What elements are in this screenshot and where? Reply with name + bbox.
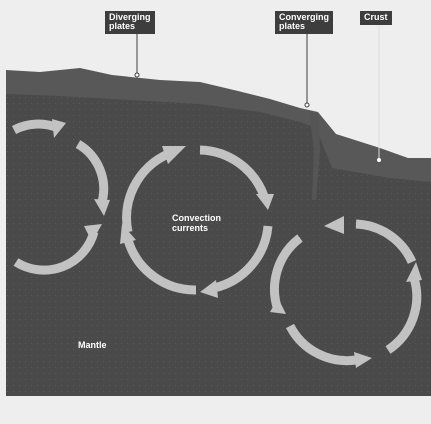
curved-arrow [270,298,286,314]
pointer-line [134,72,140,78]
converging-plates-label: Converging plates [275,11,334,34]
curved-arrow [52,119,66,138]
curved-arrow [13,230,99,275]
curved-arrow [123,238,197,295]
pointer-line [377,158,381,162]
curved-arrow [122,149,170,233]
diverging-plates-label: Diverging plates [105,11,155,34]
curved-arrow [162,146,186,164]
mantle-texture [6,94,431,396]
curved-arrow [212,225,273,293]
callout-pointers [134,24,381,162]
curved-arrow [199,145,269,198]
pointer-line [304,102,310,108]
convection-currents-label: Convection currents [172,213,222,233]
curved-arrow [84,224,102,242]
curved-arrow [270,234,303,312]
curved-arrow [120,224,136,244]
convection-arrows [11,119,422,368]
curved-arrow [406,262,422,282]
mantle-label: Mantle [78,340,107,350]
curved-arrow [200,280,218,298]
curved-arrow [355,219,417,264]
crust-label: Crust [360,11,392,25]
curved-arrow [324,216,344,234]
curved-arrow [286,323,357,366]
subducting-slab [309,112,320,200]
curved-arrow [354,352,372,368]
curved-arrow [256,194,274,210]
curved-arrow [94,199,110,216]
curved-arrow [385,276,422,354]
curved-arrow [75,140,109,204]
